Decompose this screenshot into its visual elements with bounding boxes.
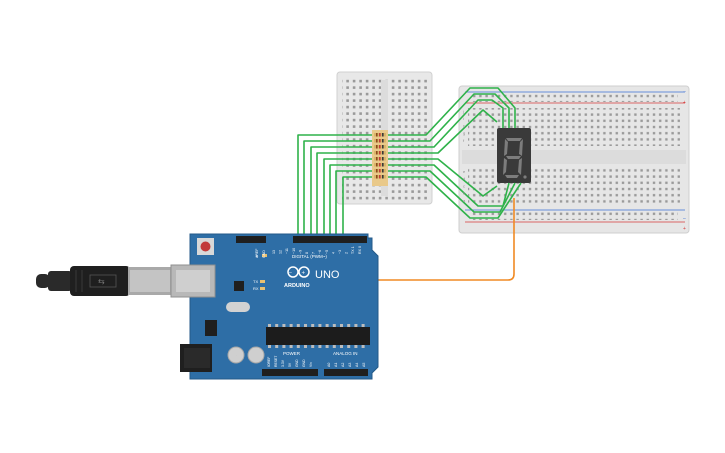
signal-wires[interactable] — [297, 87, 522, 236]
breadboard-row-letter: g — [463, 131, 465, 136]
resistor[interactable] — [374, 151, 386, 155]
analog-pin-label: A1 — [334, 363, 338, 367]
resistor[interactable] — [374, 169, 386, 173]
digital-pin-label: 2 — [345, 252, 349, 254]
svg-text:+: + — [683, 100, 686, 106]
tx-led-label: TX — [253, 279, 258, 284]
digital-pin-label: TX 1 — [351, 246, 355, 254]
power-pin-label: RESET — [274, 356, 278, 367]
analog-pin-label: A0 — [327, 363, 331, 367]
analog-pin-label: A5 — [362, 363, 366, 367]
main-breadboard[interactable]: – + – + — [458, 85, 690, 234]
breadboard-row-letter: f — [463, 138, 465, 143]
svg-text:⇆: ⇆ — [98, 277, 105, 286]
arduino-brand: ARDUINO — [284, 283, 310, 289]
arduino-model: UNO — [315, 269, 340, 281]
segment-digit — [503, 138, 527, 179]
power-pin-label: GND — [302, 359, 306, 367]
breadboard-row-letter: c — [463, 183, 465, 188]
digital-pin-label: 12 — [279, 250, 283, 254]
analog-header-label: ANALOG IN — [333, 351, 358, 356]
gnd-pin-label: GND — [262, 250, 266, 258]
digital-pin-label: 7 — [312, 252, 316, 254]
l-led-label: L — [256, 253, 259, 258]
analog-pin-label: A4 — [355, 363, 359, 367]
power-header-label: POWER — [283, 351, 301, 356]
breadboard-row-letter: i — [463, 116, 464, 121]
svg-text:–: – — [683, 89, 686, 95]
power-pin-label: 5V — [288, 362, 292, 367]
digital-pin-label: 4 — [331, 252, 335, 254]
arduino-uno-board[interactable]: – + — [170, 233, 379, 380]
rx-led-label: RX — [253, 286, 259, 291]
breadboard-row-letter: a — [463, 198, 466, 203]
digital-pin-label: ~10 — [292, 248, 296, 254]
digital-pin-label: ~5 — [325, 250, 329, 254]
breadboard-row-letter: j — [462, 109, 464, 114]
power-pin-label: Vin — [309, 362, 313, 367]
breadboard-row-letter: b — [463, 191, 466, 196]
resistor[interactable] — [374, 139, 386, 143]
digital-pin-label: ~11 — [285, 248, 289, 254]
reset-button-icon[interactable] — [197, 238, 214, 255]
analog-pin-label: A2 — [341, 363, 345, 367]
resistor[interactable] — [374, 157, 386, 161]
breadboard-row-letter: d — [463, 176, 465, 181]
resistor[interactable] — [374, 175, 386, 179]
power-pin-label: 3.3V — [281, 359, 285, 367]
seven-segment-display[interactable]: 8 — [497, 128, 531, 183]
digital-pin-label: 13 — [272, 250, 276, 254]
svg-text:–: – — [289, 270, 292, 276]
digital-pin-label: ~9 — [298, 250, 302, 254]
power-pin-label: IOREF — [267, 357, 271, 367]
breadboard-row-letter: e — [463, 169, 466, 174]
resistor[interactable] — [374, 163, 386, 167]
resistor[interactable] — [374, 133, 386, 137]
ground-wire[interactable] — [261, 198, 515, 281]
microcontroller-icon — [266, 324, 370, 348]
analog-pin-label: A3 — [348, 363, 352, 367]
digital-pin-label: 8 — [305, 252, 309, 254]
breadboard-row-letter: h — [463, 123, 465, 128]
digital-pin-label: ~6 — [318, 250, 322, 254]
display-digit-value: 8 — [514, 159, 515, 161]
resistor-array[interactable] — [372, 130, 388, 186]
svg-text:+: + — [302, 271, 306, 277]
digital-pin-label: RX 0 — [358, 246, 362, 254]
arduino-infinity-icon — [287, 266, 310, 278]
usb-plug-icon[interactable]: ⇆ — [36, 266, 172, 296]
svg-text:–: – — [683, 216, 686, 222]
digital-header-label: DIGITAL (PWM~) — [292, 254, 327, 259]
resistor[interactable] — [374, 145, 386, 149]
svg-text:+: + — [683, 226, 686, 232]
power-pin-label: GND — [295, 359, 299, 367]
digital-pin-label: ~3 — [338, 250, 342, 254]
aref-pin-label: AREF — [255, 249, 259, 258]
